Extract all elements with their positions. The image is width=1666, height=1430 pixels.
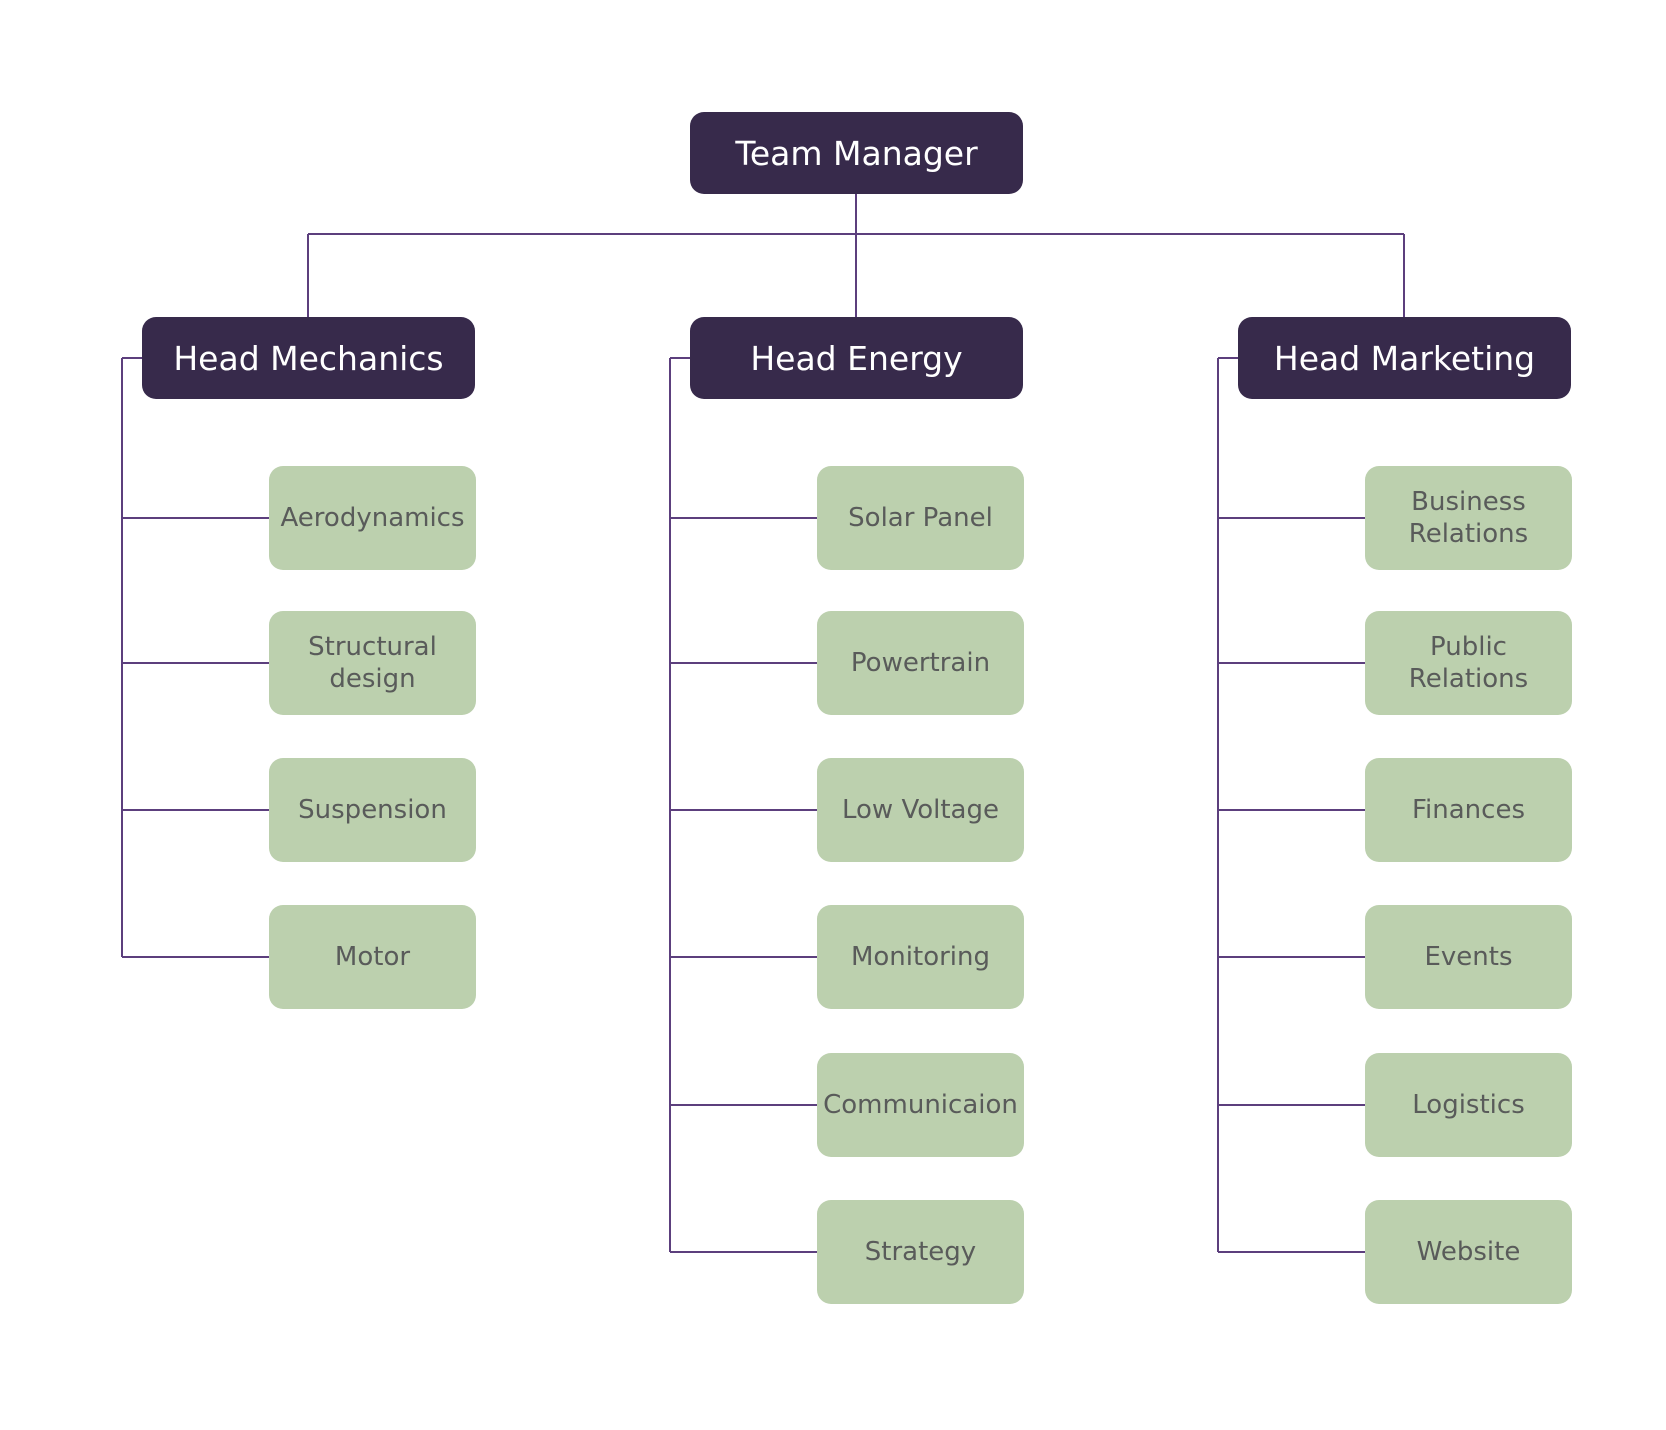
head-energy-box: Head Energy (690, 317, 1023, 399)
team-box-suspension: Suspension (269, 758, 476, 862)
team-label: Aerodynamics (280, 503, 465, 533)
team-box-logistics: Logistics (1365, 1053, 1572, 1157)
team-box-solar-panel: Solar Panel (817, 466, 1024, 570)
team-label: Low Voltage (842, 795, 999, 825)
team-label: Events (1424, 942, 1513, 972)
team-label: Powertrain (850, 648, 991, 678)
team-box-motor: Motor (269, 905, 476, 1009)
team-label: Public Relations (1408, 632, 1529, 694)
team-box-website: Website (1365, 1200, 1572, 1304)
team-box-strategy: Strategy (817, 1200, 1024, 1304)
head-marketing-box: Head Marketing (1238, 317, 1571, 399)
head-mechanics-box: Head Mechanics (142, 317, 475, 399)
team-label: Solar Panel (848, 503, 993, 533)
team-manager-box: Team Manager (690, 112, 1023, 194)
team-label: Finances (1411, 795, 1525, 825)
head-marketing-label: Head Marketing (1273, 338, 1536, 378)
team-label: Website (1416, 1237, 1521, 1267)
team-label: Logistics (1412, 1090, 1525, 1120)
team-box-aerodynamics: Aerodynamics (269, 466, 476, 570)
team-box-monitoring: Monitoring (817, 905, 1024, 1009)
team-box-business-relations: Business Relations (1365, 466, 1572, 570)
team-box-public-relations: Public Relations (1365, 611, 1572, 715)
head-mechanics-label: Head Mechanics (173, 338, 444, 378)
team-label: Suspension (298, 795, 447, 825)
team-manager-label: Team Manager (735, 133, 978, 173)
team-box-communicaion: Communicaion (817, 1053, 1024, 1157)
team-box-structural-design: Structural design (269, 611, 476, 715)
team-box-finances: Finances (1365, 758, 1572, 862)
team-label: Business Relations (1408, 487, 1529, 549)
team-box-events: Events (1365, 905, 1572, 1009)
head-energy-label: Head Energy (750, 338, 963, 378)
team-box-powertrain: Powertrain (817, 611, 1024, 715)
team-label: Communicaion (823, 1090, 1018, 1120)
team-box-low-voltage: Low Voltage (817, 758, 1024, 862)
team-label: Strategy (864, 1237, 977, 1267)
team-label: Monitoring (850, 942, 991, 972)
team-label: Motor (334, 942, 411, 972)
team-label: Structural design (308, 632, 437, 694)
